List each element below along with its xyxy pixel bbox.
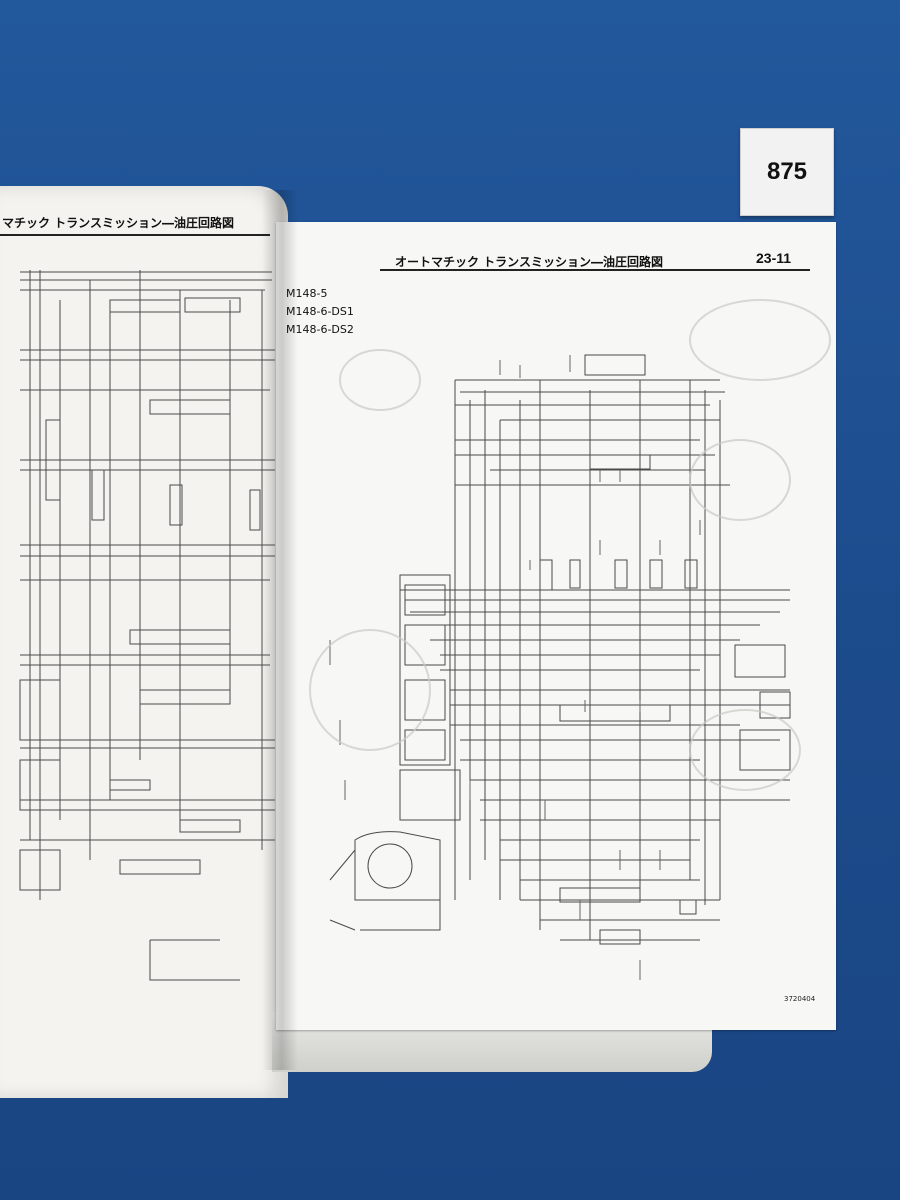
page-number: 23-11 — [756, 250, 792, 266]
right-header-rule — [380, 269, 810, 271]
model-item: M148-5 — [286, 287, 328, 300]
right-page — [276, 222, 836, 1030]
right-page-header: オートマチック トランスミッション―油圧回路図 — [395, 255, 663, 269]
lot-number-sticker: 875 — [740, 128, 834, 216]
left-page-header: マチック トランスミッション―油圧回路図 — [2, 216, 234, 230]
footer-code: 3720404 — [784, 995, 816, 1003]
lot-number: 875 — [766, 158, 808, 185]
model-item: M148-6-DS1 — [286, 305, 354, 318]
left-header-rule — [0, 234, 270, 236]
model-item: M148-6-DS2 — [286, 323, 354, 336]
left-page — [0, 186, 288, 1098]
book-gutter — [262, 190, 298, 1070]
model-list: M148-5 M148-6-DS1 M148-6-DS2 — [286, 285, 354, 339]
